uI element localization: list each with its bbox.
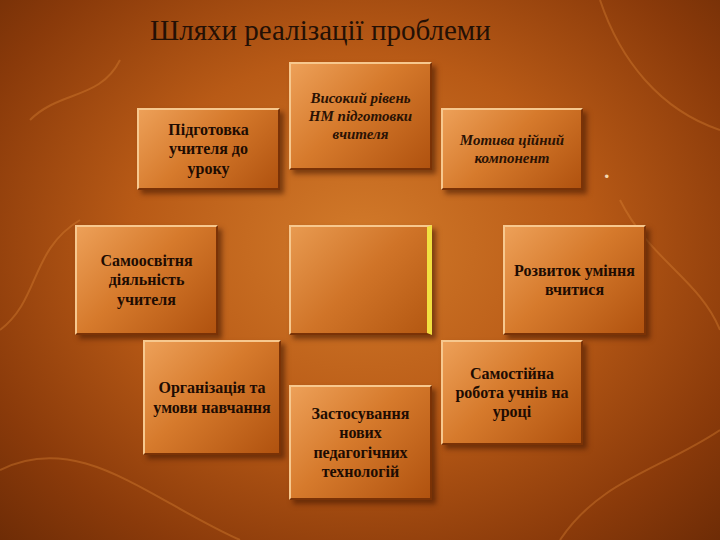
process-box: Підготовка учителя до уроку xyxy=(137,108,280,190)
box-text: Застосування нових педагогічних технолог… xyxy=(299,404,422,481)
process-box: Самостійна робота учнів на уроці xyxy=(441,340,583,445)
process-box: Мотива ційний компонент xyxy=(441,108,583,190)
swirl-line xyxy=(30,60,120,120)
swirl-line xyxy=(600,0,720,130)
box-text: Розвиток уміння вчитися xyxy=(513,261,636,299)
dot-mark: . xyxy=(604,158,610,184)
slide-title: Шляхи реалізації проблеми xyxy=(150,14,590,47)
box-text: Організація та умови навчання xyxy=(153,378,271,416)
box-text: Самоосвітня діяльність учителя xyxy=(85,251,208,309)
process-box: Розвиток уміння вчитися xyxy=(503,225,646,335)
box-text: Високий рівень НМ підготовки вчителя xyxy=(299,89,422,143)
box-text: Самостійна робота учнів на уроці xyxy=(451,364,573,422)
process-box: Високий рівень НМ підготовки вчителя xyxy=(289,62,432,170)
process-box: Застосування нових педагогічних технолог… xyxy=(289,385,432,500)
empty-box xyxy=(289,225,432,335)
box-text: Мотива ційний компонент xyxy=(451,131,573,167)
swirl-line xyxy=(0,458,240,540)
swirl-line xyxy=(0,220,80,330)
box-text: Підготовка учителя до уроку xyxy=(147,120,270,178)
swirl-line xyxy=(560,430,720,540)
process-box: Самоосвітня діяльність учителя xyxy=(75,225,218,335)
process-box: Організація та умови навчання xyxy=(143,340,281,455)
